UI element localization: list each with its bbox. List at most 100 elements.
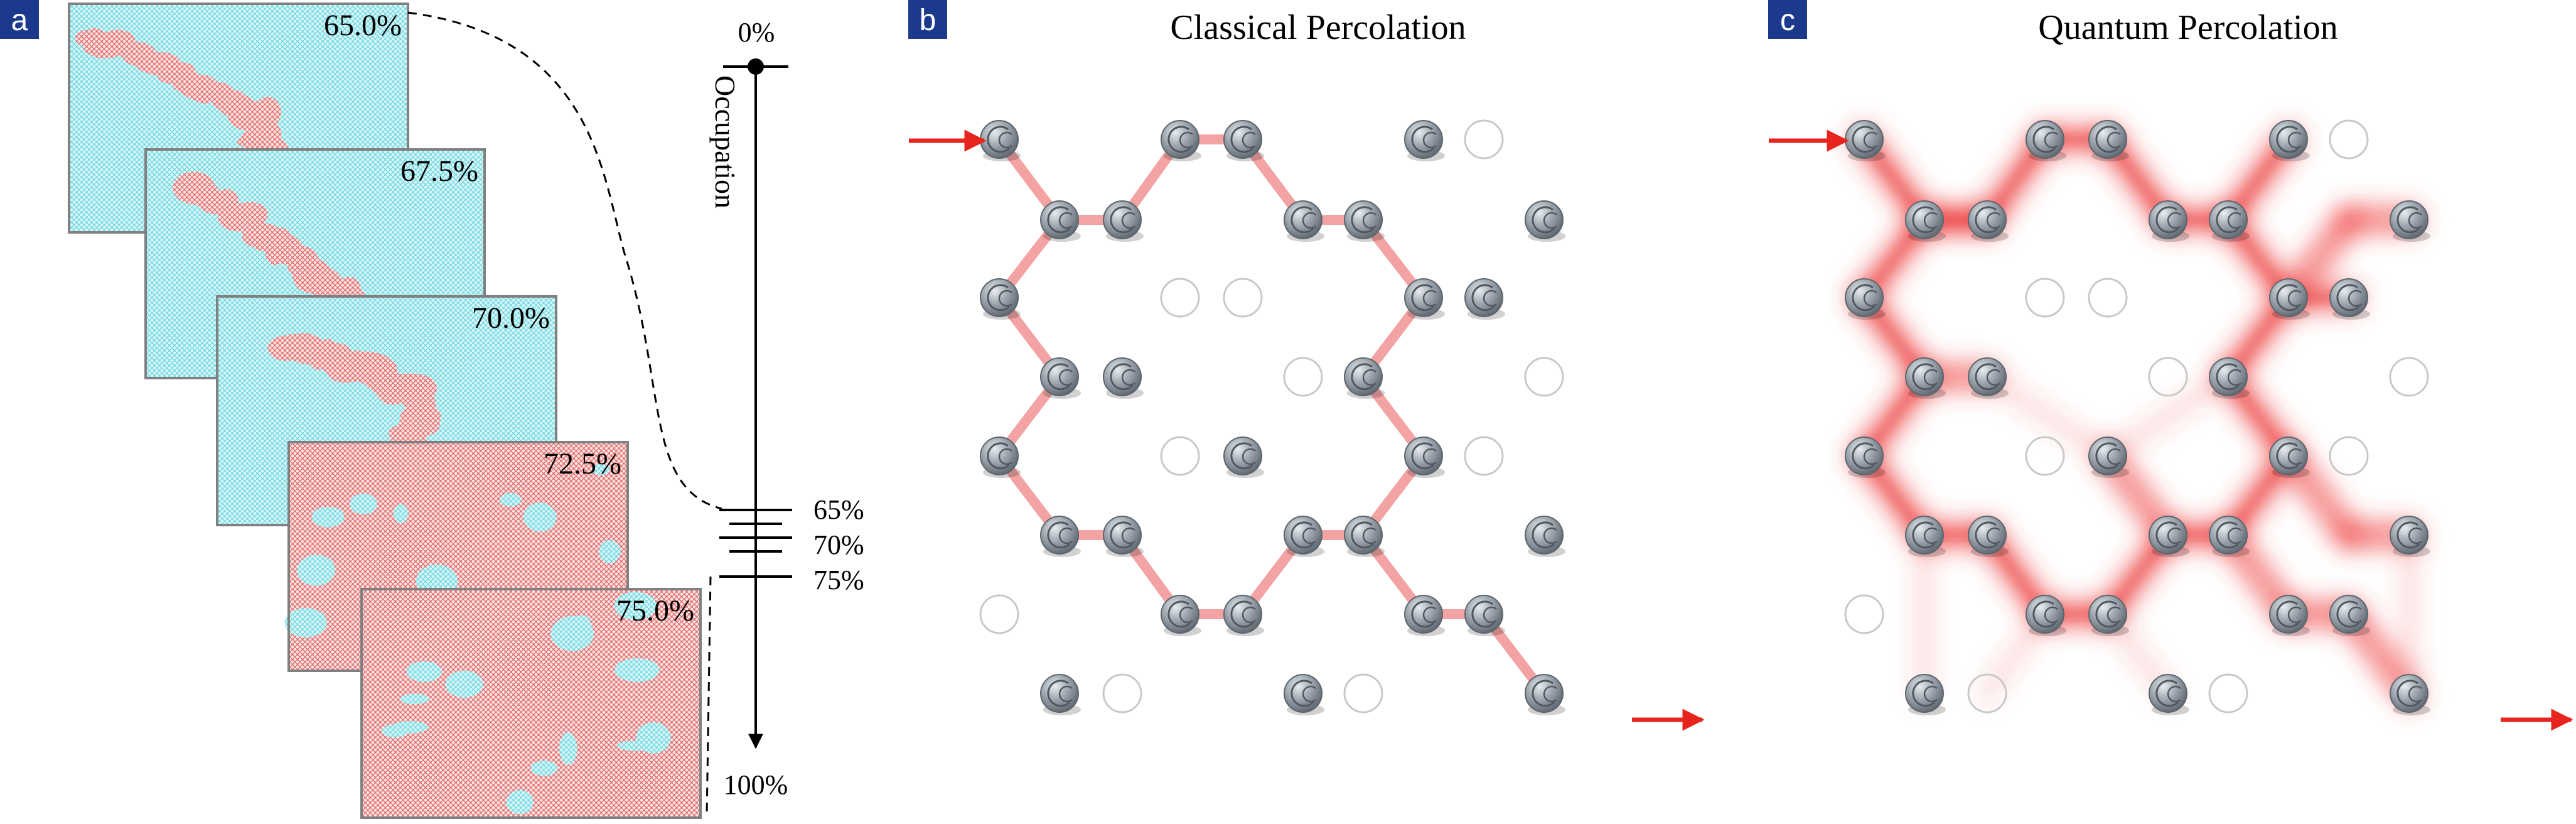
axis-start-label: 0% bbox=[738, 17, 775, 48]
empty-site bbox=[1283, 357, 1323, 397]
empty-site bbox=[1967, 673, 2007, 713]
panel-c: c Quantum Percolation bbox=[1768, 0, 2573, 731]
quantum-lattice bbox=[1844, 119, 2430, 715]
classical-path bbox=[994, 134, 1548, 697]
occupied-site bbox=[1404, 278, 1445, 320]
occupied-site bbox=[1845, 436, 1886, 478]
occupied-site bbox=[1968, 357, 2009, 399]
occupied-site bbox=[1464, 595, 1505, 636]
occupied-site bbox=[1223, 436, 1264, 478]
axis-end-label: 100% bbox=[724, 769, 788, 800]
occupied-site bbox=[1905, 674, 1946, 715]
occupied-site bbox=[2149, 200, 2189, 242]
occupied-site bbox=[1905, 200, 1946, 242]
occupied-site bbox=[1525, 200, 1565, 242]
empty-site bbox=[979, 594, 1019, 634]
occupied-site bbox=[1284, 674, 1324, 715]
empty-site bbox=[1844, 594, 1884, 634]
occupied-site bbox=[2088, 120, 2129, 161]
empty-site bbox=[2088, 278, 2128, 318]
occupied-site bbox=[2269, 595, 2310, 636]
occupied-site bbox=[1464, 278, 1505, 320]
occupied-site bbox=[1223, 120, 1264, 161]
occupied-site bbox=[1040, 200, 1081, 242]
occupied-site bbox=[1968, 516, 2009, 557]
panel-a-letter: a bbox=[11, 4, 28, 37]
empty-site bbox=[1524, 357, 1564, 397]
occupied-site bbox=[1161, 595, 1201, 636]
occupied-site bbox=[2390, 516, 2430, 557]
empty-site bbox=[1102, 673, 1142, 713]
panel-a-badge bbox=[0, 0, 39, 39]
quantum-glow bbox=[1849, 124, 2424, 708]
panel-b: b Classical Percolation bbox=[908, 0, 1705, 731]
occupied-site bbox=[1103, 357, 1144, 399]
occupation-frame: 75.0% bbox=[360, 588, 702, 819]
occupied-site bbox=[1284, 516, 1324, 557]
quantum-faint-edge bbox=[1978, 367, 2117, 465]
occupied-site bbox=[1103, 516, 1144, 557]
occupied-site bbox=[1040, 516, 1081, 557]
occupied-site bbox=[1525, 674, 1565, 715]
occupied-site bbox=[2329, 278, 2370, 320]
axis-title: Occupation bbox=[709, 75, 741, 209]
empty-site bbox=[1464, 119, 1504, 160]
occupied-site bbox=[2026, 595, 2066, 636]
occupied-site bbox=[2269, 278, 2310, 320]
occupied-site bbox=[1344, 357, 1385, 399]
occupied-site bbox=[1223, 595, 1264, 636]
classical-lattice bbox=[979, 119, 1565, 715]
occupied-site bbox=[1968, 200, 2009, 242]
tick-label-70: 70% bbox=[813, 529, 864, 560]
occupied-site bbox=[1525, 516, 1565, 557]
tick-label-75: 75% bbox=[813, 565, 864, 595]
occupied-site bbox=[1103, 200, 1144, 242]
occupied-site bbox=[1905, 516, 1946, 557]
panel-b-letter: b bbox=[920, 4, 936, 37]
occupied-site bbox=[1845, 120, 1886, 161]
occupied-site bbox=[2088, 595, 2129, 636]
panel-b-badge bbox=[908, 0, 947, 39]
dashed-connector-top bbox=[407, 11, 722, 510]
occupied-site bbox=[1284, 200, 1324, 242]
frame-label: 70.0% bbox=[472, 301, 550, 335]
quantum-faint-edge bbox=[2098, 367, 2238, 465]
occupied-site bbox=[2329, 595, 2370, 636]
tick-label-65: 65% bbox=[813, 494, 864, 525]
occupied-site bbox=[2269, 436, 2310, 478]
axis-ticks: 65% 70% 75% bbox=[719, 494, 864, 595]
classical-exit-path bbox=[1359, 532, 1548, 697]
occupied-site bbox=[1845, 278, 1886, 320]
occupied-site bbox=[2209, 200, 2250, 242]
empty-site bbox=[1343, 673, 1383, 713]
occupied-site bbox=[2390, 200, 2430, 242]
occupied-site bbox=[2026, 120, 2066, 161]
occupied-site bbox=[2149, 516, 2189, 557]
axis-start-dot bbox=[748, 58, 764, 75]
occupied-site bbox=[1905, 357, 1946, 399]
empty-site bbox=[2329, 119, 2369, 160]
occupied-site bbox=[1040, 674, 1081, 715]
occupied-site bbox=[980, 436, 1021, 478]
panel-c-letter: c bbox=[1780, 4, 1795, 37]
empty-site bbox=[2329, 436, 2369, 476]
empty-site bbox=[1223, 278, 1263, 318]
panel-b-title: Classical Percolation bbox=[1170, 8, 1466, 47]
occupied-site bbox=[2088, 436, 2129, 478]
occupied-site bbox=[1404, 595, 1445, 636]
empty-site bbox=[1464, 436, 1504, 476]
occupied-site bbox=[1404, 436, 1445, 478]
frame-label: 72.5% bbox=[544, 447, 621, 480]
occupied-site bbox=[1344, 516, 1385, 557]
occupied-site bbox=[2209, 516, 2250, 557]
occupied-site bbox=[1161, 120, 1201, 161]
panel-a: a 65.0%67.5%70.0%72.5%75.0% 0% 100% Occu… bbox=[0, 0, 864, 819]
occupied-site bbox=[1404, 120, 1445, 161]
occupied-site bbox=[2269, 120, 2310, 161]
dashed-connector-bottom bbox=[706, 576, 712, 817]
frame-label: 65.0% bbox=[324, 9, 402, 42]
occupied-site bbox=[2149, 674, 2189, 715]
empty-site bbox=[1160, 436, 1200, 476]
occupation-frames: 65.0%67.5%70.0%72.5%75.0% bbox=[68, 3, 702, 819]
